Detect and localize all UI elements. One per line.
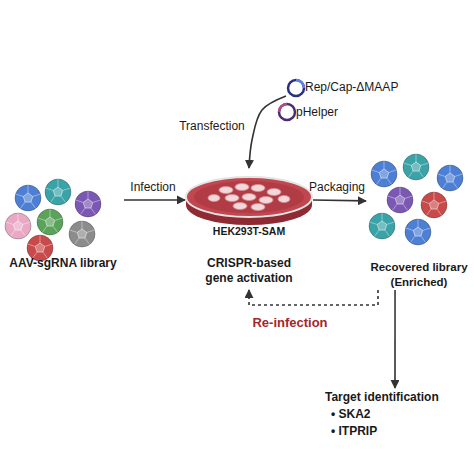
edge-label: Transfection xyxy=(179,119,245,134)
node-label: Target identification xyxy=(325,390,465,405)
node-label: pHelper xyxy=(296,105,347,120)
node-label: CRISPR-based gene activation xyxy=(199,256,299,286)
plasmid xyxy=(279,104,295,120)
aav-capsid xyxy=(75,191,101,217)
aav-capsid xyxy=(403,154,429,180)
aav-capsid xyxy=(369,213,395,239)
plasmid-label: Rep/Cap-ΔMAAP xyxy=(286,78,406,98)
aav-capsid xyxy=(387,187,413,213)
cell-dish: HEK293T-SAM CRISPR-based gene activation xyxy=(185,168,313,290)
flow-arrow xyxy=(249,96,286,168)
aav-capsid xyxy=(437,165,463,191)
edge-label: Re-infection xyxy=(252,315,327,330)
node-label: HEK293T-SAM xyxy=(185,224,313,239)
edge-label: Packaging xyxy=(309,180,365,195)
aav-capsid xyxy=(45,179,71,205)
flow-arrow xyxy=(249,290,378,305)
flow-arrow xyxy=(124,199,185,201)
aav-capsid xyxy=(69,221,95,247)
library-group: Recovered library (Enriched) xyxy=(366,155,472,290)
aav-capsid xyxy=(405,219,431,245)
capsid-cluster xyxy=(5,179,101,261)
capsid-cluster xyxy=(369,154,463,245)
node-label: Rep/Cap-ΔMAAP xyxy=(305,80,406,95)
edge-label: Infection xyxy=(130,180,175,195)
aav-capsid xyxy=(5,213,31,239)
flow-arrow xyxy=(313,199,366,202)
node-label: AAV-sgRNA library xyxy=(2,256,124,271)
plasmid xyxy=(288,80,304,96)
node-label: • SKA2 xyxy=(331,407,461,422)
library-group: AAV-sgRNA library xyxy=(2,180,124,273)
aav-capsid xyxy=(371,161,397,187)
aav-capsid xyxy=(37,209,63,235)
flow-arrow xyxy=(394,290,396,388)
node-label: Recovered library (Enriched) xyxy=(366,260,472,290)
node-label: • ITPRIP xyxy=(331,424,461,439)
result-list: Target identification • SKA2 • ITPRIP xyxy=(325,388,465,446)
aav-capsid xyxy=(421,192,447,218)
plasmid-label: pHelper xyxy=(277,102,347,122)
petri-dish xyxy=(186,177,312,225)
aav-capsid xyxy=(15,185,41,211)
